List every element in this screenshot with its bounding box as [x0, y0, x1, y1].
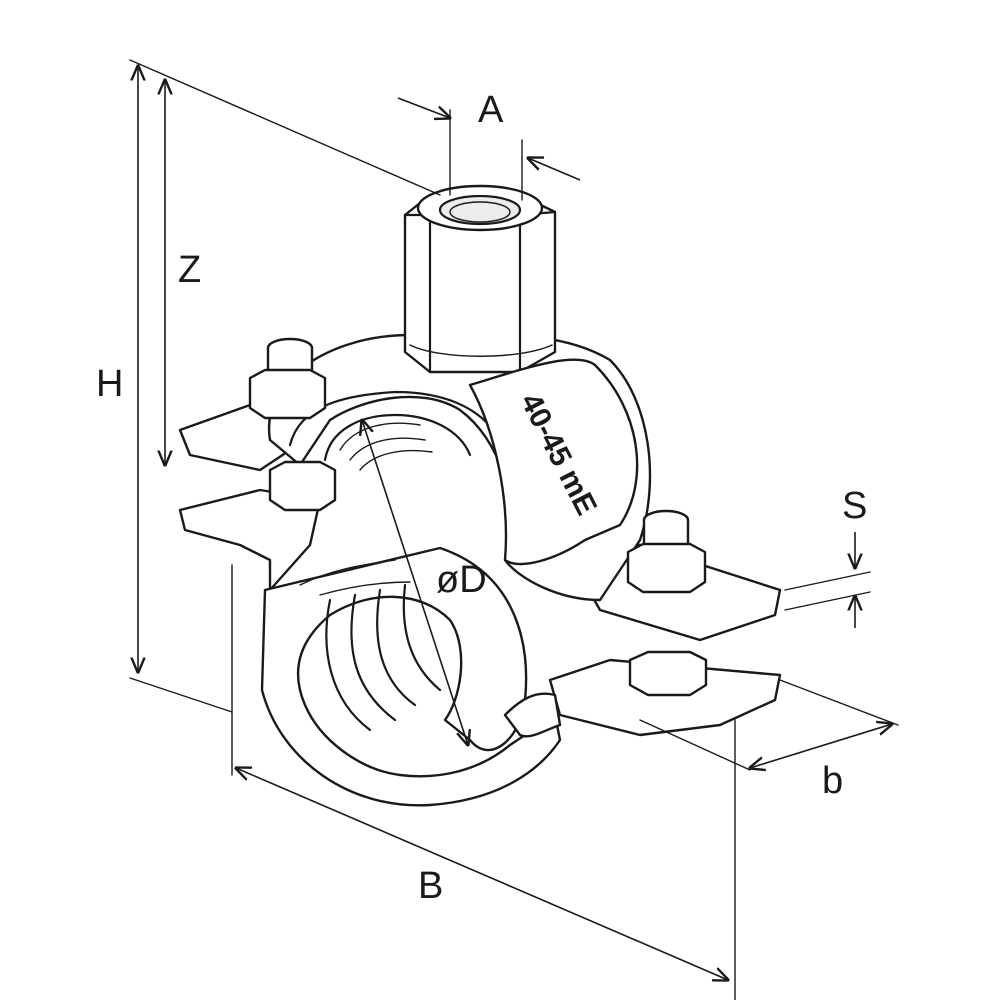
- label-Z: Z: [178, 249, 201, 291]
- label-diameter-D: øD: [436, 559, 487, 601]
- marking-band: 40-45 mE: [468, 358, 639, 566]
- dimension-lines: [129, 59, 899, 1000]
- label-B: B: [418, 865, 443, 907]
- label-S: S: [842, 485, 867, 527]
- left-bolt: [248, 337, 337, 512]
- label-H: H: [96, 363, 123, 405]
- lower-clamp-band: [178, 488, 782, 807]
- label-b: b: [822, 760, 843, 802]
- hex-nut-connector: [403, 184, 557, 374]
- label-A: A: [478, 89, 504, 131]
- right-bolt: [626, 509, 708, 697]
